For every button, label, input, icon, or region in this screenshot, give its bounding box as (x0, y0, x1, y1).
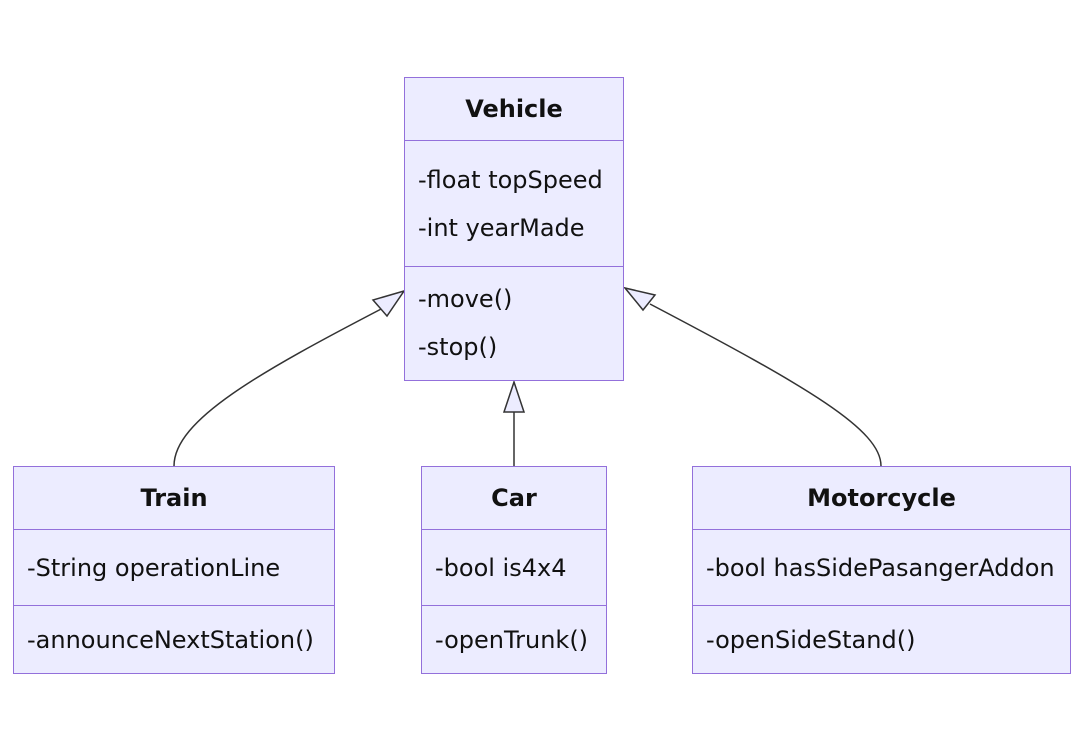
attribute: -bool is4x4 (435, 553, 567, 582)
attribute: -int yearMade (418, 214, 585, 242)
edge-train-vehicle (173, 306, 386, 467)
class-motorcycle: Motorcycle -bool hasSidePasangerAddon -o… (692, 466, 1071, 674)
method: -move() (418, 285, 513, 313)
class-vehicle: Vehicle -float topSpeed -int yearMade -m… (404, 77, 624, 381)
attribute: -String operationLine (27, 553, 281, 582)
method: -openTrunk() (435, 625, 589, 654)
methods-section: -openTrunk() (422, 606, 606, 673)
method: -openSideStand() (706, 625, 916, 654)
attribute: -float topSpeed (418, 166, 603, 194)
class-name: Vehicle (405, 78, 623, 141)
attribute: -bool hasSidePasangerAddon (706, 553, 1055, 582)
class-train: Train -String operationLine -announceNex… (13, 466, 335, 674)
class-name: Car (422, 467, 606, 530)
inheritance-arrowhead-train (371, 289, 406, 318)
class-car: Car -bool is4x4 -openTrunk() (421, 466, 607, 674)
method: -stop() (418, 333, 498, 361)
attributes-section: -String operationLine (14, 530, 334, 606)
inheritance-arrowhead-car (502, 379, 526, 413)
class-name: Train (14, 467, 334, 530)
class-name: Motorcycle (693, 467, 1070, 530)
methods-section: -move() -stop() (405, 267, 623, 381)
methods-section: -announceNextStation() (14, 606, 334, 673)
attributes-section: -bool hasSidePasangerAddon (693, 530, 1070, 606)
inheritance-arrowhead-motorcycle (623, 286, 657, 312)
edge-motorcycle-vehicle (649, 303, 882, 467)
attributes-section: -float topSpeed -int yearMade (405, 141, 623, 267)
method: -announceNextStation() (27, 625, 314, 654)
attributes-section: -bool is4x4 (422, 530, 606, 606)
methods-section: -openSideStand() (693, 606, 1070, 673)
